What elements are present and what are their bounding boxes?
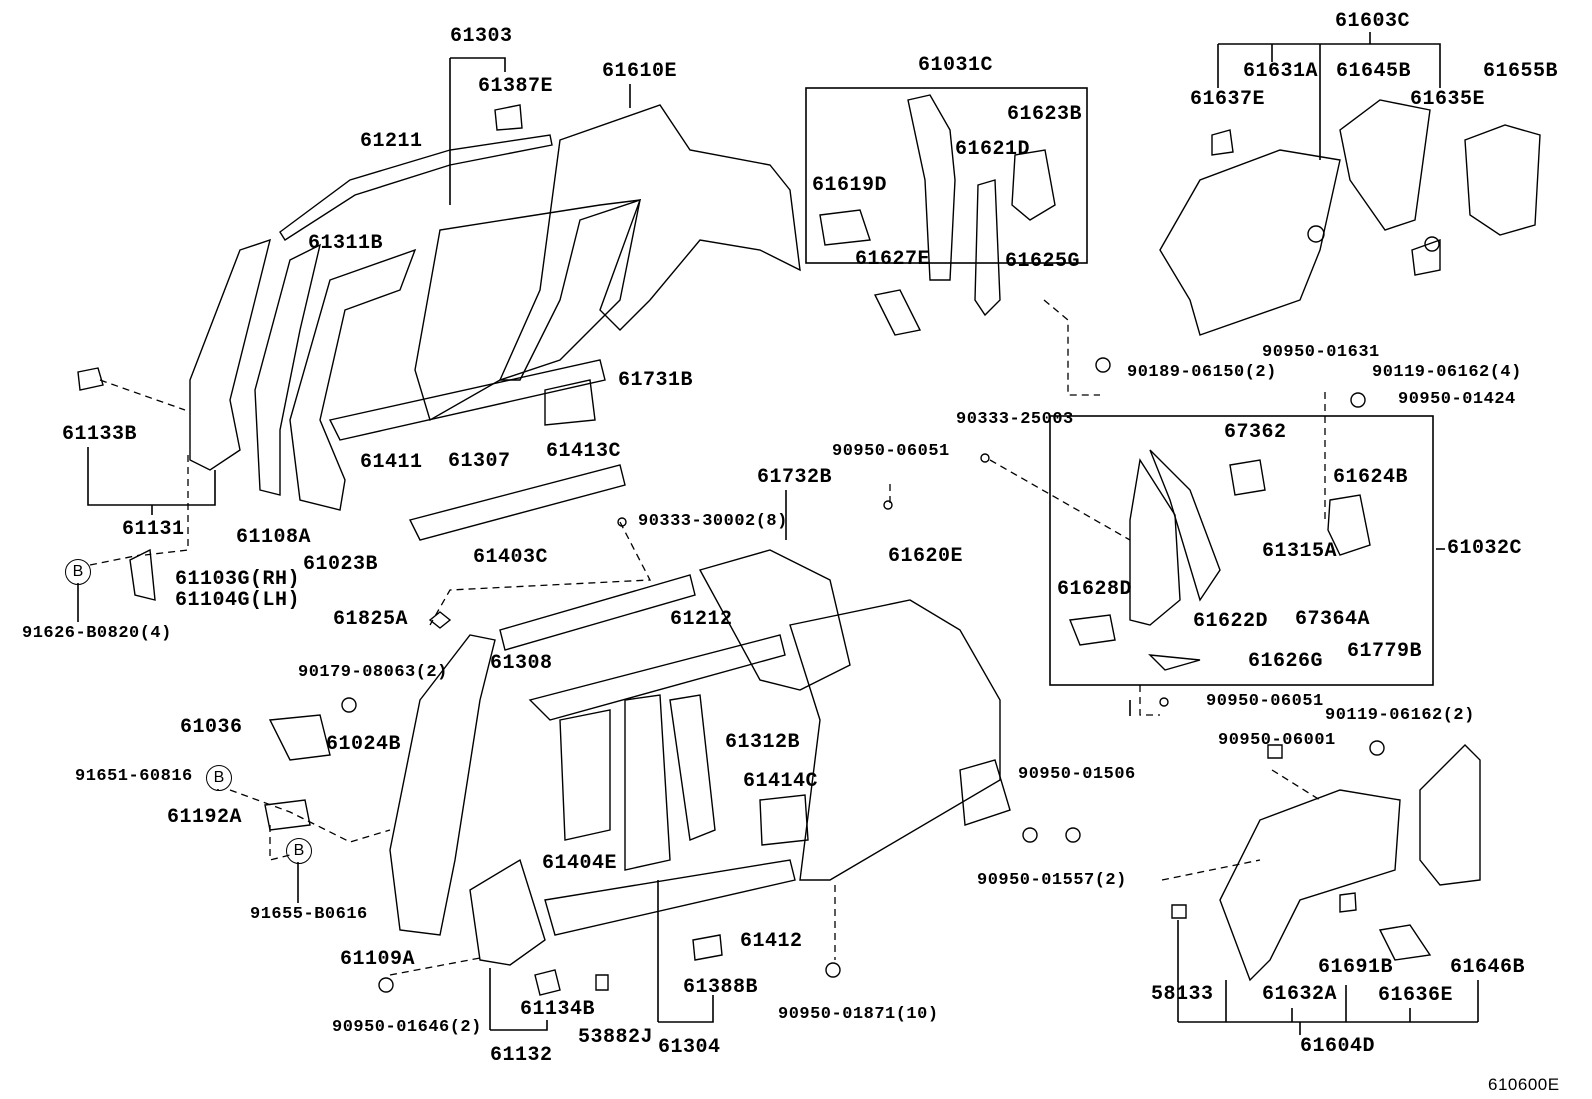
part-number-label: 58133 [1151,983,1214,1006]
part-number-label: 90950-01424 [1398,390,1516,409]
part-number-label: 67362 [1224,421,1287,444]
part-number-label: 90950-06051 [832,442,950,461]
part-number-label: 61637E [1190,88,1266,111]
part-number-label: 61620E [888,545,964,568]
part-number-label: 61631A [1243,60,1319,83]
part-number-label: 61024B [326,733,402,756]
part-number-label: 61104G(LH) [175,589,301,612]
part-number-label: 61604D [1300,1035,1376,1058]
part-number-label: 61779B [1347,640,1423,663]
part-number-label: 61315A [1262,540,1338,563]
part-number-label: 90950-01646(2) [332,1018,482,1037]
part-number-label: 61636E [1378,984,1454,1007]
part-number-label: 61032C [1447,537,1523,560]
part-number-label: 61732B [757,466,833,489]
part-number-label: 90179-08063(2) [298,663,448,682]
part-number-label: 61619D [812,174,888,197]
part-outlines [77,94,1541,996]
part-number-label: 61307 [448,450,511,473]
part-number-label: 90189-06150(2) [1127,363,1277,382]
part-number-label: 90950-01871(10) [778,1005,939,1024]
part-number-label: 61610E [602,60,678,83]
part-number-label: 61031C [918,54,994,77]
part-number-label: 61628D [1057,578,1133,601]
part-number-label: 61645B [1336,60,1412,83]
part-number-label: 90333-25003 [956,410,1074,429]
figure-code: 610600E [1488,1075,1560,1094]
part-number-label: 61311B [308,232,384,255]
part-number-label: 61623B [1007,103,1083,126]
marker-b-circle: B [65,559,91,585]
part-number-label: 61403C [473,546,549,569]
part-number-label: 90950-06001 [1218,731,1336,750]
part-number-label: 61303 [450,25,513,48]
marker-b-circle: B [206,765,232,791]
part-number-label: 61603C [1335,10,1411,33]
dashed-lines [89,299,1326,976]
part-number-label: 61404E [542,852,618,875]
part-number-label: 61036 [180,716,243,739]
part-number-label: 67364A [1295,608,1371,631]
part-number-label: 61655B [1483,60,1559,83]
part-number-label: 61023B [303,553,379,576]
part-number-label: 61211 [360,130,423,153]
part-number-label: 61308 [490,652,553,675]
part-number-label: 61134B [520,998,596,1021]
part-number-label: 90950-01557(2) [977,871,1127,890]
part-number-label: 61691B [1318,956,1394,979]
part-number-label: 61108A [236,526,312,549]
part-number-label: 61132 [490,1044,553,1067]
part-number-label: 91651-60816 [75,767,193,786]
part-number-label: 61635E [1410,88,1486,111]
part-number-label: 61133B [62,423,138,446]
part-number-label: 90333-30002(8) [638,512,788,531]
part-number-label: 61388B [683,976,759,999]
part-number-label: 61109A [340,948,416,971]
group-box-61031c [805,87,1088,264]
part-number-label: 61192A [167,806,243,829]
part-number-label: 61103G(RH) [175,568,301,591]
part-number-label: 61626G [1248,650,1324,673]
part-number-label: 61622D [1193,610,1269,633]
part-number-label: 61212 [670,608,733,631]
part-number-label: 61131 [122,518,185,541]
part-number-label: 61387E [478,75,554,98]
part-number-label: 90119-06162(2) [1325,706,1475,725]
part-number-label: 91655-B0616 [250,905,368,924]
part-number-label: 61414C [743,770,819,793]
part-number-label: 61731B [618,369,694,392]
part-number-label: 91626-B0820(4) [22,624,172,643]
part-number-label: 61627E [855,248,931,271]
part-number-label: 90950-01506 [1018,765,1136,784]
part-number-label: 90119-06162(4) [1372,363,1522,382]
part-number-label: 61411 [360,451,423,474]
part-number-label: 53882J [578,1026,654,1049]
part-number-label: 90950-06051 [1206,692,1324,711]
part-number-label: 61413C [546,440,622,463]
part-number-label: 61825A [333,608,409,631]
part-number-label: 61624B [1333,466,1409,489]
marker-b-circle: B [286,838,312,864]
part-number-label: 61632A [1262,983,1338,1006]
part-number-label: 61412 [740,930,803,953]
part-number-label: 61646B [1450,956,1526,979]
part-number-label: 61625G [1005,250,1081,273]
part-number-label: 61304 [658,1036,721,1059]
leader-lines [77,32,1479,1035]
part-number-label: 61312B [725,731,801,754]
part-number-label: 61621D [955,138,1031,161]
part-number-label: 90950-01631 [1262,343,1380,362]
group-box-61032c [1049,415,1434,686]
